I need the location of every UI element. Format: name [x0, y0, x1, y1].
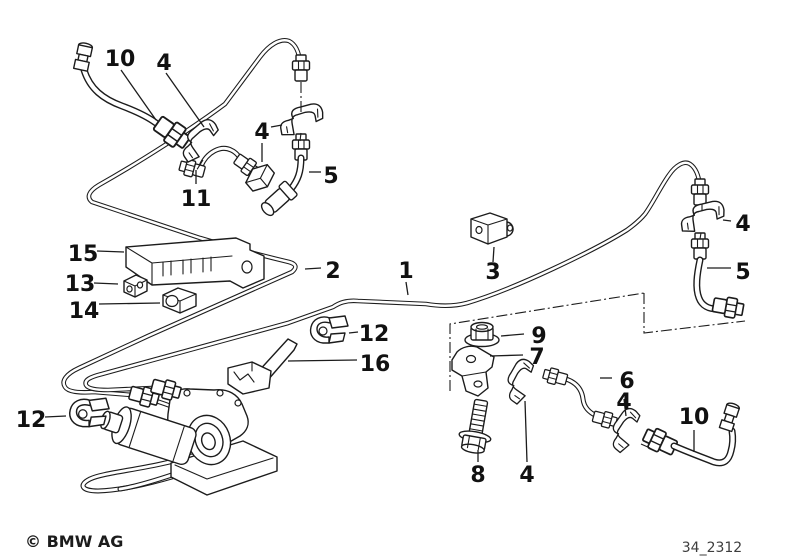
callout-label: 10 [105, 47, 136, 72]
connector-3 [470, 212, 514, 245]
bracket-7 [451, 345, 495, 397]
callout-label: 3 [485, 260, 500, 285]
callout-label: 11 [181, 187, 212, 212]
callout-label: 5 [735, 260, 750, 285]
leader-lines [44, 69, 732, 463]
callout-label: 4 [156, 51, 171, 76]
callout-label: 4 [254, 120, 269, 145]
callout-label: 8 [470, 463, 485, 488]
pipe-clamp-4b [276, 101, 327, 138]
callout-label: 5 [323, 164, 338, 189]
copyright-text: © BMW AG [25, 532, 123, 551]
clip-13 [123, 274, 148, 298]
brake-hose-10-front [72, 42, 195, 154]
diagram-code: 34_2312 [682, 540, 742, 556]
callout-label: 7 [529, 345, 544, 370]
reference-lines [195, 82, 746, 449]
nut-9 [464, 321, 500, 348]
callout-label: 9 [531, 324, 546, 349]
bolt-8 [458, 398, 492, 454]
callout-label: 14 [69, 299, 100, 324]
callout-label: 10 [679, 405, 710, 430]
clip-14 [162, 287, 197, 314]
hose-clip-12b [69, 397, 110, 428]
brake-hose-5-top [260, 54, 311, 217]
callout-label: 6 [619, 369, 634, 394]
callout-label: 4 [616, 390, 631, 415]
callout-label: 2 [325, 259, 340, 284]
callout-label: 15 [68, 242, 99, 267]
callout-label: 4 [735, 212, 750, 237]
brake-hose-10-rear [639, 402, 740, 463]
callout-label: 1 [398, 259, 413, 284]
callout-label: 13 [65, 272, 96, 297]
brake-hose-5-right [690, 178, 746, 321]
connector-pipe-6 [541, 365, 619, 431]
damper-clip-4f [245, 163, 275, 192]
callout-label: 16 [360, 352, 391, 377]
callout-label: 4 [519, 463, 534, 488]
abs-hydraulic-unit [83, 388, 278, 496]
callout-label: 12 [359, 322, 390, 347]
hose-clip-12a [309, 315, 349, 344]
pipe-clamp-4c [678, 199, 728, 234]
bracket-16 [227, 338, 298, 395]
callout-labels: 10 4 11 4 5 15 13 14 2 1 3 4 5 12 16 12 … [16, 47, 751, 488]
callout-label: 12 [16, 408, 47, 433]
